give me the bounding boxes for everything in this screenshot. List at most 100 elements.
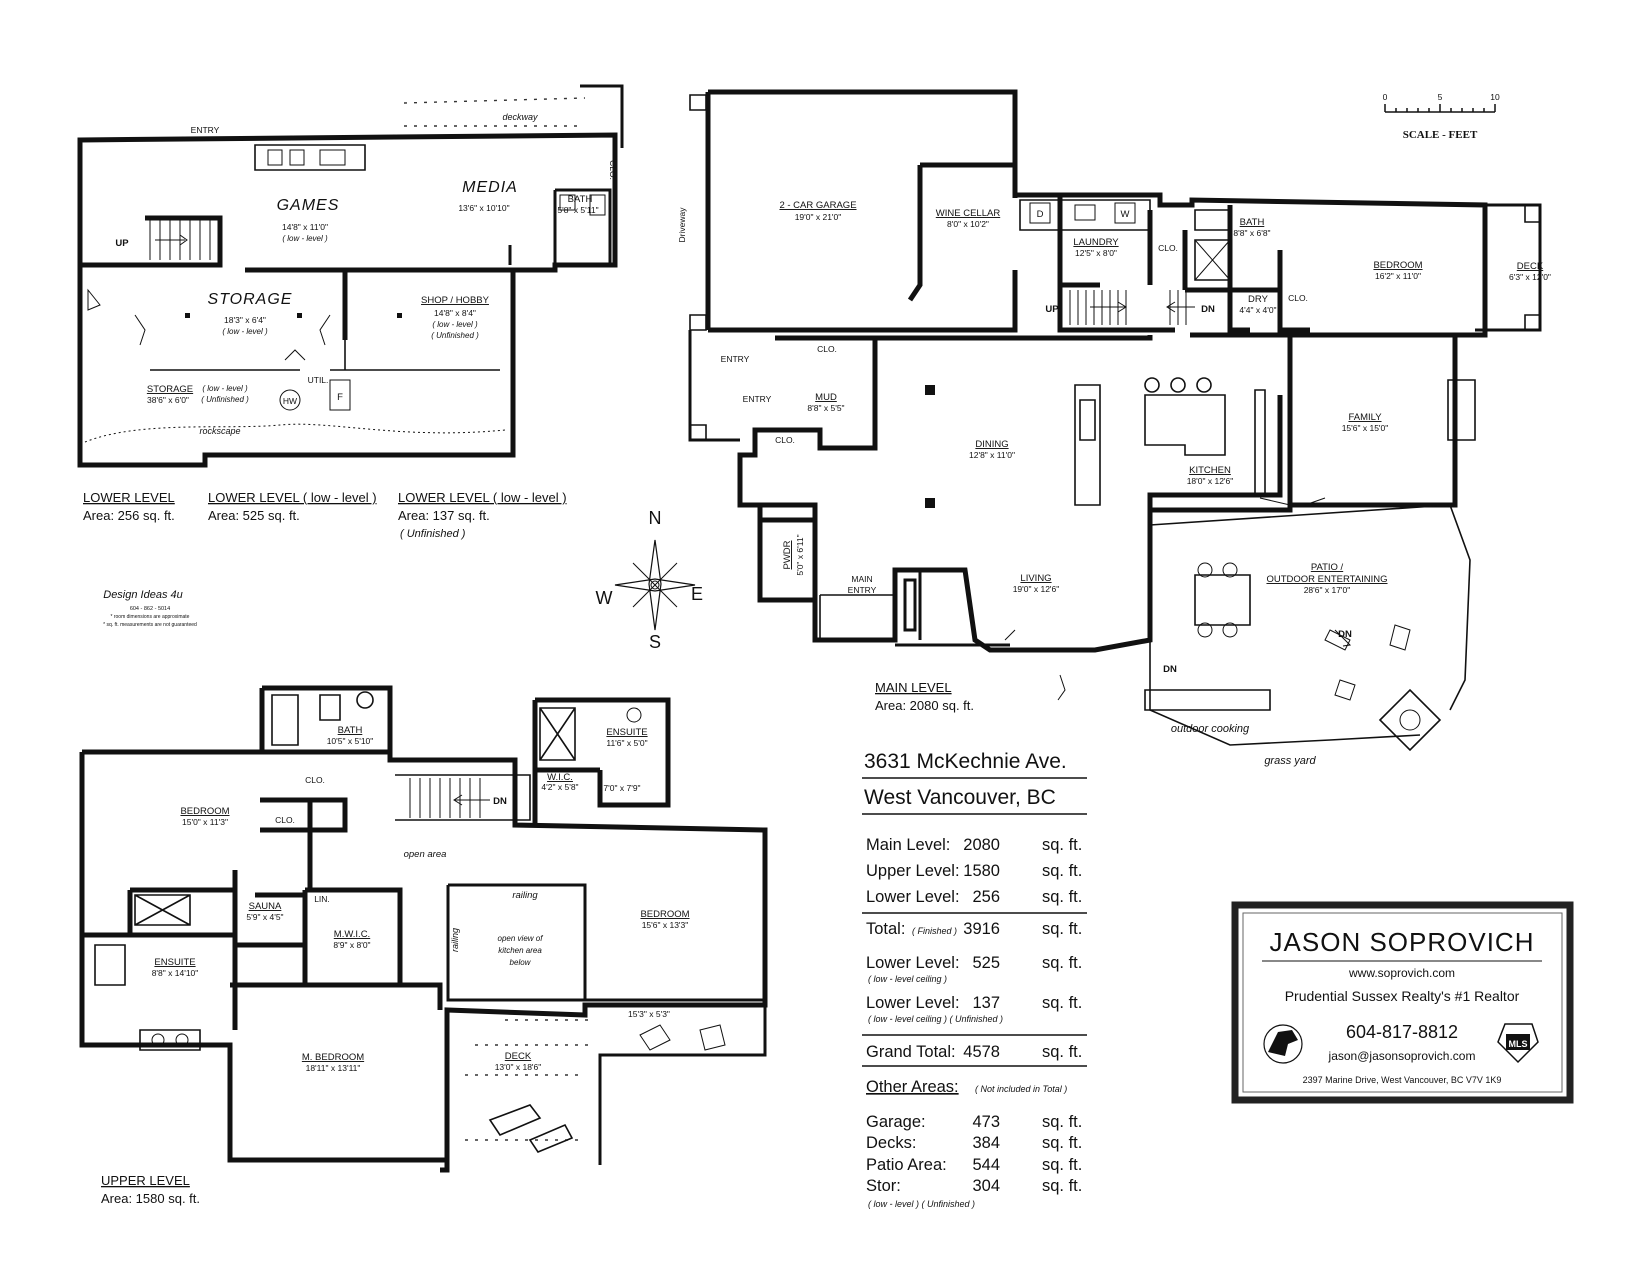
summary-garage-value: 473 <box>972 1113 1000 1131</box>
family-label: FAMILY <box>1348 412 1382 423</box>
main-bath-dim: 8'8" x 6'8" <box>1233 228 1270 238</box>
lower-up-label: UP <box>115 238 129 249</box>
summary-grand-unit: sq. ft. <box>1042 1043 1082 1061</box>
lower-caption-2-area: Area: 525 sq. ft. <box>208 508 300 523</box>
lower-caption-3-area: Area: 137 sq. ft. <box>398 508 490 523</box>
summary-lower-label: Lower Level: <box>866 888 960 906</box>
summary-stor-note: ( low - level ) ( Unfinished ) <box>868 1199 975 1209</box>
patio-dn-label-2: DN <box>1338 629 1352 640</box>
upper-bath-label: BATH <box>338 725 363 736</box>
upper-caption-area: Area: 1580 sq. ft. <box>101 1191 200 1206</box>
scale-bar: 0 5 10 SCALE - FEET <box>1383 92 1500 141</box>
realtor-website: www.soprovich.com <box>1348 966 1455 980</box>
main-entry-label-1: MAIN <box>851 574 872 584</box>
summary-patio-label: Patio Area: <box>866 1156 947 1174</box>
upper-clo-label-1: CLO. <box>275 815 295 825</box>
upper-bath-dim: 10'5" x 5'10" <box>327 736 374 746</box>
main-caption-area: Area: 2080 sq. ft. <box>875 698 974 713</box>
main-clo-label-1: CLO. <box>1158 243 1178 253</box>
scale-tick-0: 0 <box>1383 92 1388 102</box>
summary-lower3-value: 137 <box>972 994 1000 1012</box>
deckway-label: deckway <box>502 112 538 122</box>
upper-deck2-dim: 15'3" x 5'3" <box>628 1009 670 1019</box>
games-dim: 14'8" x 11'0" <box>282 222 328 232</box>
designer-phone: 604 - 862 - 5014 <box>130 606 170 612</box>
open-view-line1: open view of <box>498 934 544 943</box>
storage2-label: STORAGE <box>147 384 193 395</box>
compass-north: N <box>649 508 662 528</box>
compass-south: S <box>649 632 661 652</box>
summary-lower2-note: ( low - level ceiling ) <box>868 974 947 984</box>
upper-deck-dim: 13'0" x 18'6" <box>495 1062 542 1072</box>
summary-upper-label: Upper Level: <box>866 862 960 880</box>
compass-rose: N S E W <box>596 508 704 652</box>
dining-dim: 12'8" x 11'0" <box>969 450 1015 460</box>
rockscape-label: rockscape <box>199 426 240 436</box>
realtor-card: JASON SOPROVICH www.soprovich.com Pruden… <box>1231 901 1574 1104</box>
sauna-label: SAUNA <box>249 901 282 912</box>
summary-stor-value: 304 <box>972 1177 1000 1195</box>
summary-total-label: Total: <box>866 920 905 938</box>
garage-label: 2 - CAR GARAGE <box>779 200 856 211</box>
wic-label: W.I.C. <box>547 772 573 783</box>
ensuite-label: ENSUITE <box>154 957 195 968</box>
main-clo-label-2: CLO. <box>1288 293 1308 303</box>
pwdr-label: PWDR <box>782 540 793 569</box>
entry-clo-label: CLO. <box>775 435 795 445</box>
realtor-phone: 604-817-8812 <box>1346 1022 1458 1042</box>
scale-tick-5: 5 <box>1438 92 1443 102</box>
lower-clo-label: CLO. <box>608 160 618 180</box>
upper-level-plan: BATH 10'5" x 5'10" ENSUITE 11'6" x 5'0" … <box>79 685 768 1206</box>
main-bedroom-dim: 16'2" x 11'0" <box>1375 271 1421 281</box>
furnace-label: F <box>337 392 343 403</box>
garage-dim: 19'0" x 21'0" <box>795 212 842 222</box>
living-label: LIVING <box>1020 573 1051 584</box>
lower-caption-1-area: Area: 256 sq. ft. <box>83 508 175 523</box>
summary-patio-unit: sq. ft. <box>1042 1156 1082 1174</box>
linen-label: LIN. <box>314 894 330 904</box>
ensuite-dim: 8'8" x 14'10" <box>152 968 199 978</box>
summary-upper-value: 1580 <box>963 862 1000 880</box>
patio-label-1: PATIO / <box>1311 562 1344 573</box>
dry-label: DRY <box>1248 294 1269 305</box>
summary-grand-value: 4578 <box>963 1043 1000 1061</box>
storage-dim: 18'3" x 6'4" <box>224 315 266 325</box>
family-dim: 15'6" x 15'0" <box>1342 423 1389 433</box>
open-area-label: open area <box>404 849 447 860</box>
lower-entry-label: ENTRY <box>191 125 220 135</box>
compass-west: W <box>596 588 613 608</box>
summary-lower-value: 256 <box>972 888 1000 906</box>
open-view-line3: below <box>510 958 532 967</box>
designer-name: Design Ideas 4u <box>103 589 183 601</box>
summary-total-unit: sq. ft. <box>1042 920 1082 938</box>
games-note: ( low - level ) <box>282 234 328 243</box>
address-line1: 3631 McKechnie Ave. <box>864 750 1067 773</box>
summary-lower2-label: Lower Level: <box>866 954 960 972</box>
storage2-note2: ( Unfinished ) <box>201 395 249 404</box>
dryer-label: D <box>1037 209 1044 220</box>
ensuite-top-dim: 11'6" x 5'0" <box>606 738 647 748</box>
mwic-dim: 8'9" x 8'0" <box>333 940 370 950</box>
shop-note1: ( low - level ) <box>432 320 478 329</box>
patio-label-2: OUTDOOR ENTERTAINING <box>1266 574 1387 585</box>
entry-label-1: ENTRY <box>721 354 750 364</box>
summary-lower2-value: 525 <box>972 954 1000 972</box>
mud-label: MUD <box>815 392 837 403</box>
dry-dim: 4'4" x 4'0" <box>1239 305 1276 315</box>
main-bedroom-label: BEDROOM <box>1373 260 1422 271</box>
sauna-dim: 5'9" x 4'5" <box>246 912 283 922</box>
realtor-name: JASON SOPROVICH <box>1270 927 1535 957</box>
summary-lower3-label: Lower Level: <box>866 994 960 1012</box>
patio-dim: 28'6" x 17'0" <box>1304 585 1351 595</box>
summary-lower3-note: ( low - level ceiling ) ( Unfinished ) <box>868 1014 1003 1024</box>
lower-bath-label: BATH <box>568 194 593 205</box>
grass-yard-label: grass yard <box>1264 755 1316 767</box>
upper-caption-title: UPPER LEVEL <box>101 1173 190 1188</box>
open-view-line2: kitchen area <box>498 946 542 955</box>
media-label: MEDIA <box>462 179 518 196</box>
summary-main-label: Main Level: <box>866 836 950 854</box>
realtor-tagline: Prudential Sussex Realty's #1 Realtor <box>1285 988 1520 1004</box>
summary-lower2-unit: sq. ft. <box>1042 954 1082 972</box>
shop-dim: 14'8" x 8'4" <box>434 308 476 318</box>
summary-lower3-unit: sq. ft. <box>1042 994 1082 1012</box>
